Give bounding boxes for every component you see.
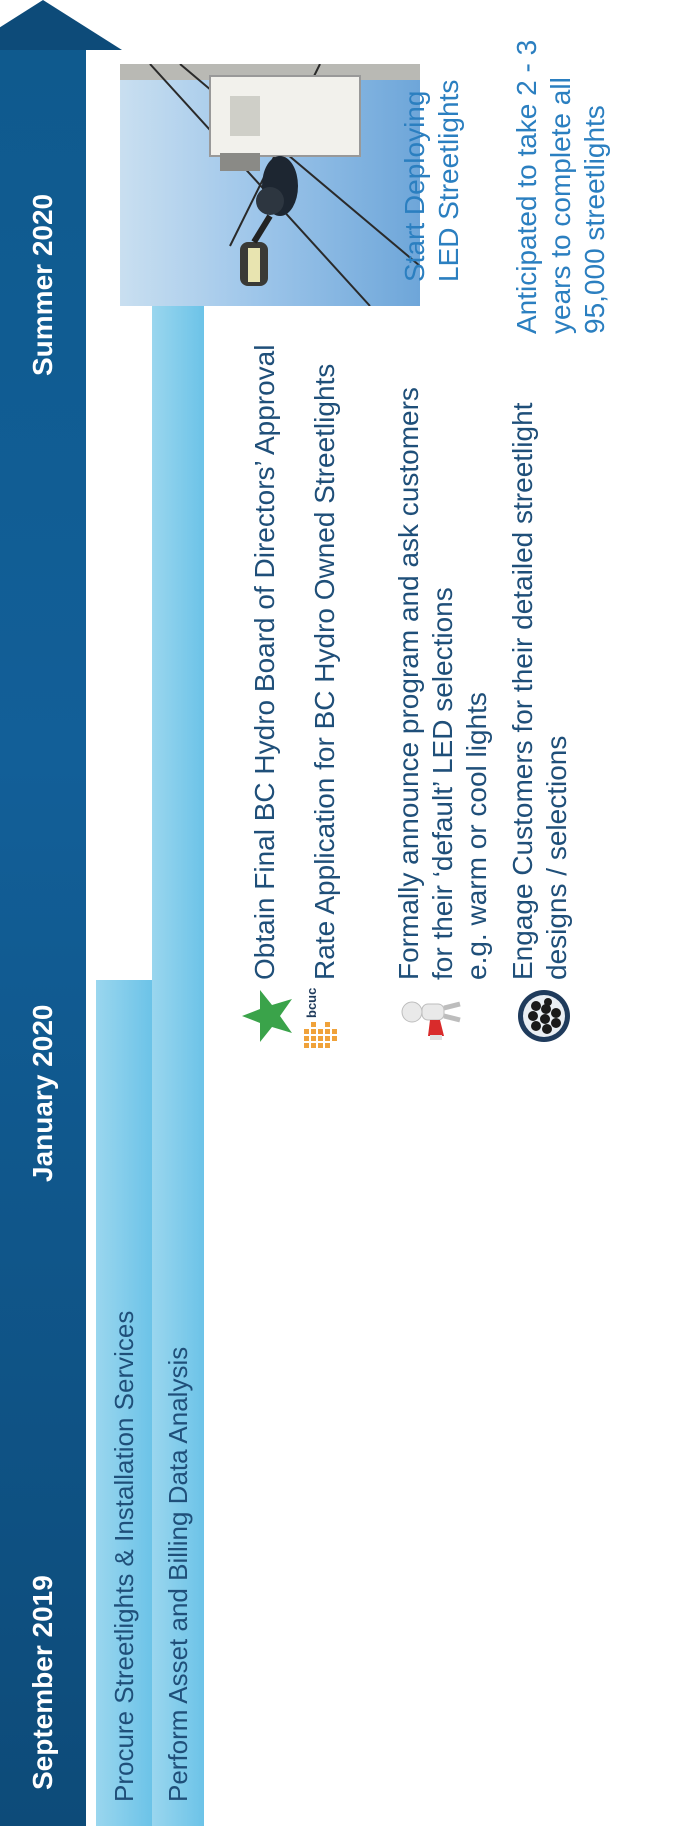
streetlight-photo-illustration [120,64,420,306]
date-september-2019: September 2019 [27,1575,58,1790]
action-text-rate-application: Rate Application for BC Hydro Owned Stre… [308,364,342,980]
action-text-approval: Obtain Final BC Hydro Board of Directors… [248,345,282,980]
deploy-line: Start Deploying [399,90,430,282]
action-line: Formally announce program and ask custom… [393,387,424,980]
action-line: e.g. warm or cool lights [461,692,492,980]
streetlight-worker-photo [120,64,420,306]
action-line: Engage Customers for their detailed stre… [507,402,538,980]
task-label: Perform Asset and Billing Data Analysis [162,1346,193,1802]
duration-note: Anticipated to take 2 - 3 years to compl… [510,40,612,334]
note-line: Anticipated to take 2 - 3 [511,39,542,334]
action-text-announce: Formally announce program and ask custom… [392,387,494,980]
task-bar-procure: Procure Streetlights & Installation Serv… [96,980,152,1826]
action-line: for their ‘default’ LED selections [427,587,458,980]
action-line: Obtain Final BC Hydro Board of Directors… [249,344,280,980]
note-line: 95,000 streetlights [579,105,610,334]
date-january-2020: January 2020 [27,1004,58,1182]
deploy-line: LED Streetlights [433,79,464,282]
customers-group-icon [516,988,572,1044]
megaphone-person-icon [400,986,462,1042]
date-summer-2020: Summer 2020 [27,193,58,376]
bcuc-logo: bcuc [300,988,344,1050]
bcuc-logo-text: bcuc [304,987,319,1018]
action-line: Rate Application for BC Hydro Owned Stre… [309,363,340,980]
action-line: designs / selections [541,735,572,980]
action-text-engage: Engage Customers for their detailed stre… [506,403,574,980]
task-label: Procure Streetlights & Installation Serv… [108,1310,139,1802]
deploy-text: Start Deploying LED Streetlights [398,80,466,282]
note-line: years to complete all [545,77,576,334]
star-icon [240,988,296,1044]
timeline-arrow-head [0,0,122,50]
task-bar-analysis: Perform Asset and Billing Data Analysis [152,288,204,1826]
